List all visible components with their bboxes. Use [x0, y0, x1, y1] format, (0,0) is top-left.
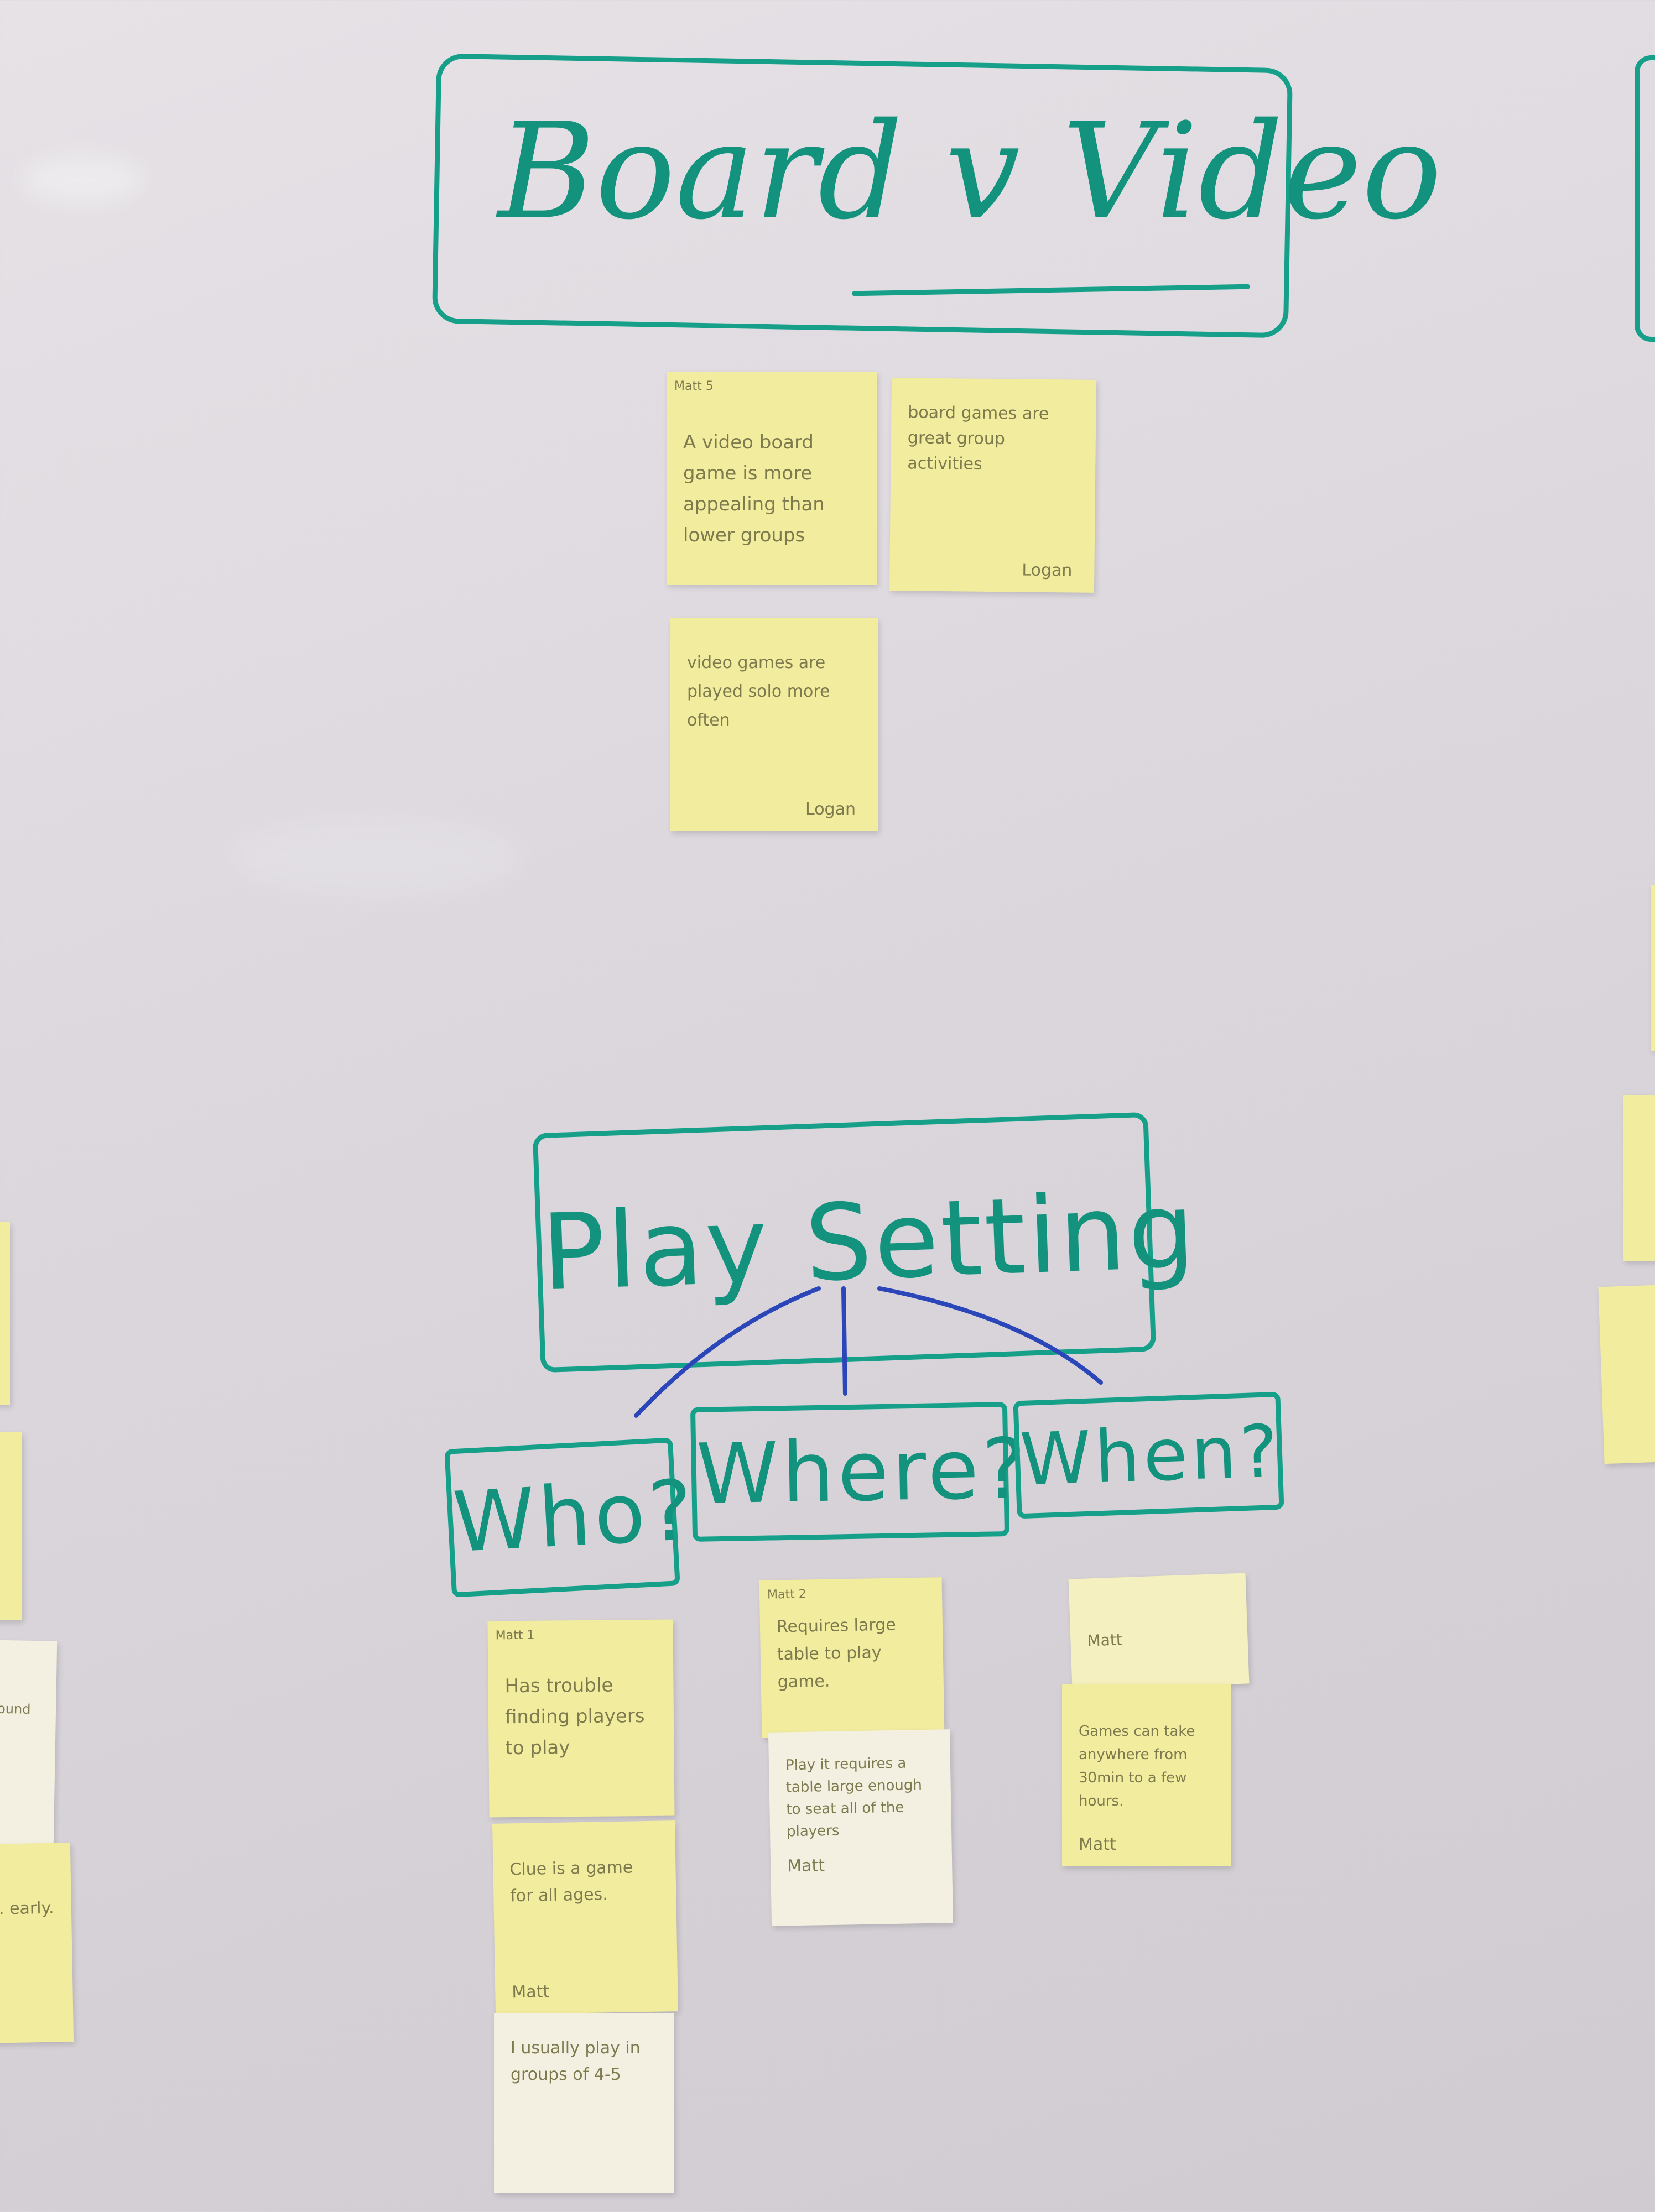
where-box: Where?	[690, 1402, 1031, 1542]
light-glare	[232, 818, 520, 896]
sticky-note	[0, 1432, 22, 1620]
sticky-note: Matt 5 A video board game is more appeal…	[667, 372, 877, 585]
sticky-note: Games can take anywhere from 30min to a …	[1062, 1684, 1231, 1866]
note-text: I usually play in groups of 4-5	[511, 2038, 641, 2084]
note-text: Requires large table to play game.	[776, 1615, 896, 1692]
note-text: Has trouble finding players to play	[504, 1674, 645, 1760]
note-text: Play it requires a table large enough to…	[785, 1755, 923, 1840]
sticky-note	[1598, 1284, 1655, 1464]
sticky-note	[0, 1222, 10, 1405]
note-text: A video board game is more appealing tha…	[683, 431, 825, 546]
light-glare	[22, 155, 144, 205]
sticky-note	[1623, 1095, 1655, 1261]
who-label: Who?	[450, 1462, 699, 1572]
when-label: When?	[1018, 1408, 1283, 1502]
note-text: Games can take anywhere from 30min to a …	[1079, 1723, 1195, 1809]
sticky-note: Matt	[1068, 1573, 1250, 1690]
sticky-note: I usually play in groups of 4-5	[494, 2013, 674, 2193]
sticky-note: Matt 2 Requires large table to play game…	[759, 1577, 945, 1738]
note-text: ... early.	[0, 1898, 54, 1919]
sticky-note: ... early.	[0, 1843, 74, 2045]
sticky-note: video games are played solo more often L…	[670, 618, 878, 831]
note-tag: Matt 1	[495, 1628, 535, 1643]
who-box: Who?	[444, 1437, 699, 1598]
sticky-note: Clue is a game for all ages. Matt	[492, 1820, 678, 2015]
when-box: When?	[1013, 1391, 1284, 1519]
sticky-note: Play it requires a table large enough to…	[768, 1729, 954, 1926]
sticky-note: ... around	[0, 1638, 58, 1846]
note-text: video games are played solo more often	[687, 653, 830, 730]
note-text: Matt	[1086, 1630, 1123, 1650]
next-column-outline	[1635, 55, 1655, 342]
note-tag: Matt 2	[767, 1587, 806, 1602]
note-text: Clue is a game for all ages.	[509, 1858, 633, 1906]
note-signature: Matt	[512, 1982, 550, 2002]
note-signature: Matt	[787, 1856, 825, 1876]
board-title: Board v Video	[498, 94, 1442, 249]
where-label: Where?	[695, 1420, 1031, 1523]
note-text: ... around	[0, 1700, 31, 1717]
note-tag: Matt 5	[674, 379, 714, 393]
sticky-note: Matt 1 Has trouble finding players to pl…	[487, 1619, 675, 1818]
note-signature: Matt	[1079, 1835, 1116, 1854]
note-signature: Logan	[805, 800, 856, 819]
sticky-note	[1651, 885, 1655, 1051]
